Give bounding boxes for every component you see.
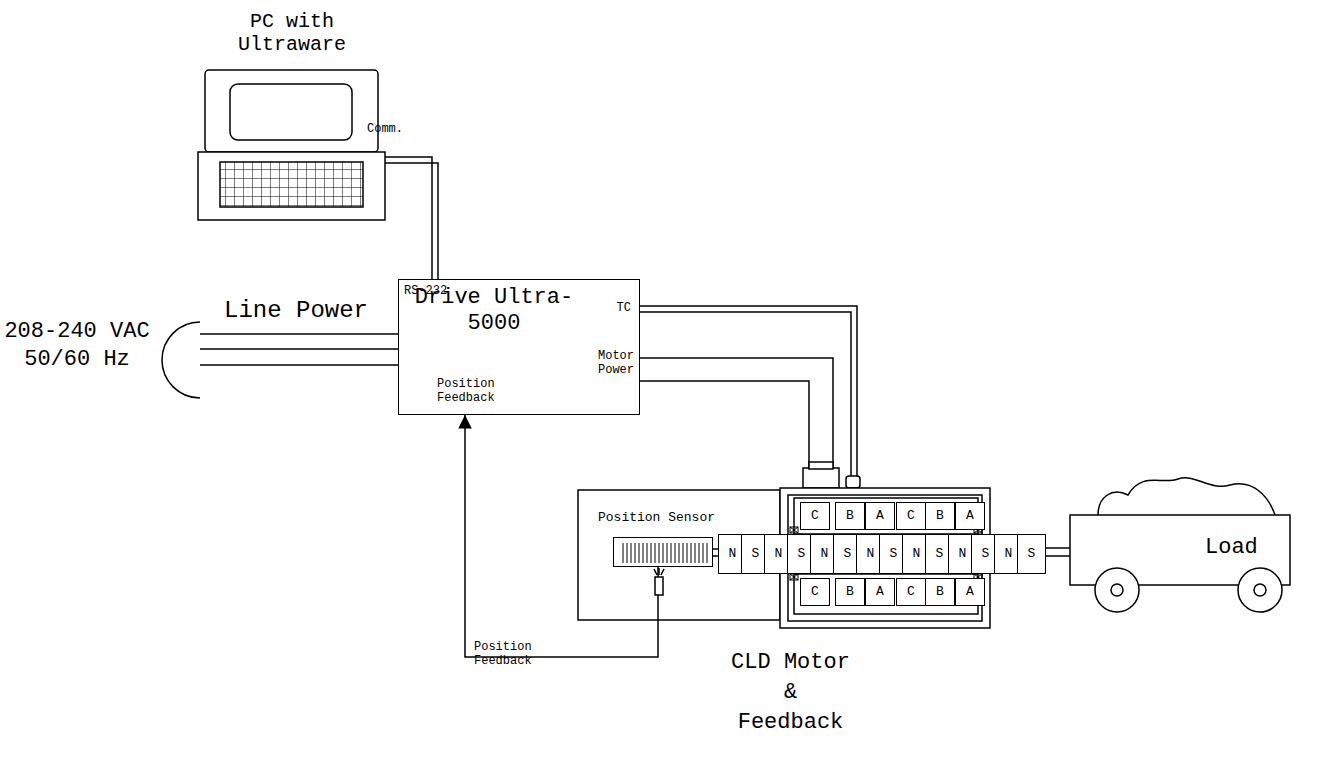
tc-plug: [846, 476, 860, 488]
motor-housing: [780, 488, 990, 628]
node-label: A: [866, 503, 894, 529]
light-ray: [658, 568, 660, 575]
wire: [200, 333, 398, 335]
wheel-hub: [1254, 584, 1266, 596]
drive-box: RS-232Drive Ultra-5000TCMotor PowerPosit…: [398, 279, 640, 415]
motor-power-plug: [803, 468, 839, 488]
position-sensor-outline: [614, 538, 714, 568]
bearing-marks: [790, 527, 982, 580]
position-sensor: Position Sensor: [613, 537, 713, 567]
node-label: C: [801, 503, 829, 529]
node-label: Position Sensor: [598, 511, 715, 526]
edge-label: Line Power: [224, 297, 368, 325]
coil-winding: C: [800, 578, 830, 606]
coil-winding: B: [835, 578, 865, 606]
magnet-segment: S: [1017, 534, 1046, 574]
node-label: TC: [617, 302, 631, 316]
wheel: [1095, 568, 1139, 612]
node-label: C: [897, 503, 925, 529]
connector: [200, 334, 398, 365]
sensor-scale: [620, 543, 708, 563]
light-emitter: [655, 577, 663, 595]
node-label: 208-240 VAC 50/60 Hz: [2, 318, 152, 374]
node-label: Drive Ultra-5000: [409, 285, 579, 337]
housing-inner: [788, 495, 982, 621]
light-ray: [654, 569, 657, 575]
edge-label: Position Feedback: [474, 641, 554, 669]
screen: [230, 84, 352, 140]
node-label: A: [956, 579, 984, 605]
coil-winding: A: [955, 502, 985, 530]
coil-carrier: [794, 498, 978, 534]
key-grid: [220, 162, 363, 207]
motor-assembly: CLD Motor & FeedbackPosition SensorCBACB…: [578, 488, 990, 628]
node-label: Load: [1205, 535, 1258, 560]
coil-winding: B: [925, 502, 955, 530]
coil-winding: A: [865, 578, 895, 606]
wire: [640, 381, 809, 488]
node-label: A: [956, 503, 984, 529]
wheel-hub: [1111, 584, 1123, 596]
pc-computer-outline: [198, 70, 385, 220]
coil-winding: C: [800, 502, 830, 530]
node-label: S: [1018, 535, 1045, 573]
wire: [640, 312, 851, 488]
node-label: C: [801, 579, 829, 605]
coil-carrier: [794, 574, 978, 614]
source-arc: [162, 322, 200, 398]
connector: [385, 157, 438, 279]
node-label: B: [926, 503, 954, 529]
pc-computer: PC with Ultraware: [198, 70, 385, 220]
ac-source-outline: [155, 322, 205, 398]
motor-power-plug-cap: [809, 462, 833, 469]
coil-winding: C: [896, 502, 926, 530]
monitor: [205, 70, 378, 152]
wire: [385, 157, 432, 279]
node-label: B: [926, 579, 954, 605]
node-label: Position Feedback: [437, 378, 517, 406]
wheel: [1238, 568, 1282, 612]
node-label: CLD Motor & Feedback: [728, 648, 853, 738]
light-ray: [661, 569, 664, 575]
node-label: A: [866, 579, 894, 605]
load-cart: Load: [1070, 515, 1290, 585]
load-pile: [1098, 478, 1275, 515]
coil-winding: A: [865, 502, 895, 530]
ac-source: 208-240 VAC 50/60 Hz: [155, 322, 205, 398]
sensor-frame: [578, 490, 780, 620]
node-label: B: [836, 579, 864, 605]
wire: [640, 306, 857, 488]
keyboard: [198, 152, 385, 220]
connector: [640, 306, 857, 488]
node-label: Motor Power: [578, 350, 634, 378]
coil-winding: B: [835, 502, 865, 530]
edge-label: Comm.: [367, 123, 403, 137]
wire: [200, 364, 398, 366]
wire: [1045, 547, 1070, 549]
coil-winding: B: [925, 578, 955, 606]
wire: [1045, 555, 1070, 557]
wire: [385, 163, 438, 279]
node-label: B: [836, 503, 864, 529]
node-label: PC with Ultraware: [231, 10, 353, 56]
connector: [1045, 548, 1070, 556]
wire: [200, 348, 398, 350]
coil-winding: A: [955, 578, 985, 606]
node-label: C: [897, 579, 925, 605]
coil-winding: C: [896, 578, 926, 606]
